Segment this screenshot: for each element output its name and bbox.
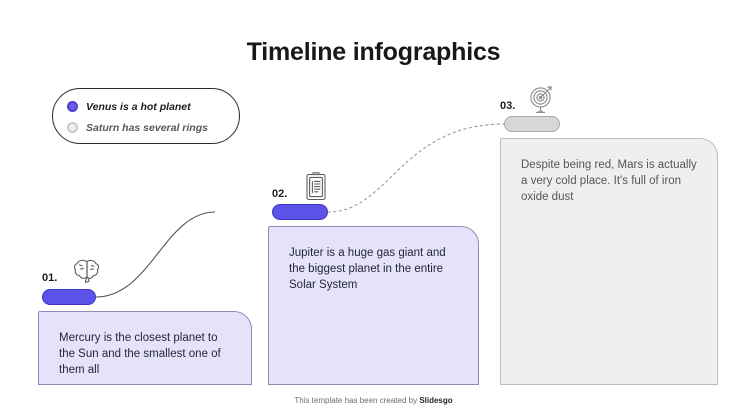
- step-card-02: Jupiter is a huge gas giant and the bigg…: [268, 226, 479, 385]
- legend-item-venus: Venus is a hot planet: [67, 97, 225, 116]
- step-card-01: Mercury is the closest planet to the Sun…: [38, 311, 252, 385]
- step-card-text: Despite being red, Mars is actually a ve…: [521, 159, 697, 203]
- page-title: Timeline infographics: [246, 38, 501, 66]
- target-icon: [527, 84, 557, 121]
- step-card-03: Despite being red, Mars is actually a ve…: [500, 138, 718, 385]
- step-card-text: Jupiter is a huge gas giant and the bigg…: [289, 247, 446, 291]
- step-number-03: 03.: [500, 100, 516, 112]
- hollow-circle-icon: [67, 122, 78, 133]
- brain-icon: [72, 256, 102, 293]
- step-card-text: Mercury is the closest planet to the Sun…: [59, 332, 221, 376]
- step-marker-pill-03[interactable]: [504, 116, 560, 132]
- step-number-01: 01.: [42, 272, 58, 284]
- legend-box: Venus is a hot planet Saturn has several…: [52, 88, 240, 144]
- filled-circle-icon: [67, 101, 78, 112]
- step-marker-pill-01[interactable]: [42, 289, 96, 305]
- legend-item-label: Saturn has several rings: [86, 121, 208, 134]
- footer-credit: This template has been created by Slides…: [0, 396, 747, 405]
- connector-curve-02-03: [327, 123, 506, 213]
- footer-prefix: This template has been created by: [294, 396, 420, 405]
- step-marker-pill-02[interactable]: [272, 204, 328, 220]
- footer-brand: Slidesgo: [419, 396, 453, 405]
- legend-item-saturn: Saturn has several rings: [67, 118, 225, 137]
- step-number-02: 02.: [272, 188, 288, 200]
- legend-item-label: Venus is a hot planet: [86, 100, 191, 113]
- clipboard-icon: [304, 170, 328, 207]
- connector-curve-01-02: [95, 211, 216, 298]
